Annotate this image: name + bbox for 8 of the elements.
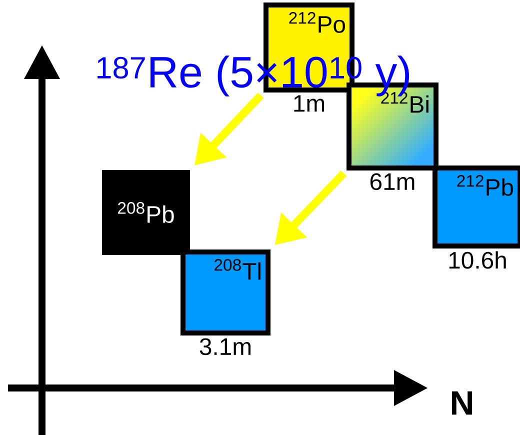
half-life: 3.1m xyxy=(200,338,250,356)
nuclide-box: $^{208}$Pb xyxy=(102,170,190,255)
nuclide-box: $^{212}$Pb xyxy=(432,166,520,248)
nuclide-box: $^{208}$Tl xyxy=(180,250,270,336)
half-life: 10.6h xyxy=(449,251,506,269)
half-life: 1m xyxy=(294,95,324,112)
half-life: 61m xyxy=(370,173,414,190)
axis-label: N xyxy=(452,391,472,415)
